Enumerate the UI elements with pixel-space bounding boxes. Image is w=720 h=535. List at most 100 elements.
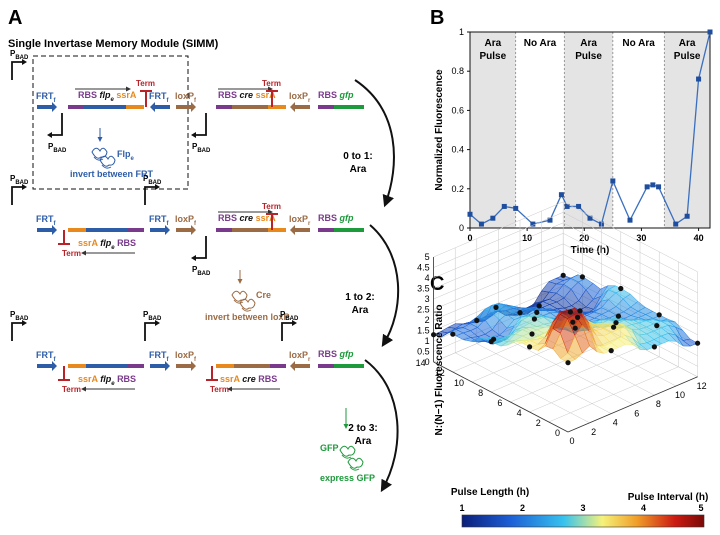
x-tick-label-5: 10 (454, 378, 464, 388)
row3-pbad-promoter-2-label: PBAD (143, 310, 162, 322)
row3-gfp-gene-seg-0 (318, 364, 334, 368)
row2-pbad-promoter-2-head (155, 184, 160, 190)
row1-pbad-reverse-2-head (191, 132, 196, 138)
row3-flp-gene-seg-0 (68, 364, 86, 368)
row1-loxp-right-label: loxPr (289, 91, 311, 104)
transition-inducer-2: Ara (352, 305, 369, 316)
row3-pbad-promoter-3-label: PBAD (280, 310, 299, 322)
measurement-point-15 (529, 331, 535, 337)
phase-label-3: No Ara (622, 38, 655, 49)
row2-term-2 (266, 213, 278, 230)
row3-pbad-promoter-2 (144, 322, 157, 341)
z-tick-label-1: 0.5 (417, 347, 430, 357)
phase-label-line2-4: Pulse (674, 51, 701, 62)
y-axis-label: Pulse Interval (h) (628, 492, 709, 503)
row1-frt-left-label: FRTf (36, 91, 57, 104)
transition-label-2: 1 to 2: (345, 292, 374, 303)
flp-protein-icon (91, 147, 108, 161)
flp-protein-label: Flpe (117, 149, 135, 162)
row3-cre-gene-seg-1 (234, 364, 270, 368)
row1-term-label: Term (136, 79, 155, 88)
data-point-20 (707, 29, 713, 35)
data-point-18 (684, 213, 690, 219)
measurement-point-22 (567, 309, 574, 315)
wall-grid-z2 (563, 254, 698, 325)
x-tick-label-7: 14 (416, 358, 426, 368)
plot-frame (469, 31, 711, 229)
row1-flp-gene-seg-1 (84, 105, 126, 109)
measurement-point-3 (560, 272, 566, 278)
row3-term-2-label: Term (210, 385, 229, 394)
phase-label-0: Ara (485, 38, 502, 49)
data-point-15 (650, 182, 656, 188)
cre-protein-label: Cre (256, 290, 271, 300)
row2-term-2-label: Term (262, 202, 281, 211)
x-axis-label: Pulse Length (h) (451, 487, 529, 498)
row3-term (58, 366, 70, 381)
row3-pbad-promoter-label: PBAD (10, 310, 29, 322)
y-tick-label-4: 8 (656, 399, 661, 409)
row3-loxp-left (176, 361, 196, 371)
x-tick-label-2: 4 (517, 408, 522, 418)
row3-loxp-right-label: loxPr (289, 350, 311, 363)
cre-protein-icon (231, 290, 248, 304)
x-tick-label-3: 6 (497, 398, 502, 408)
measurement-point-27 (651, 344, 658, 350)
y-tick-label-3: 0.6 (451, 105, 464, 115)
panel-a: A Single Invertase Memory Module (SIMM) … (8, 7, 400, 493)
measurement-point-19 (570, 319, 576, 325)
colorbar-tick-label-1: 2 (520, 503, 525, 513)
row1-flp-gene-seg-2 (126, 105, 144, 109)
flp-protein-icon-2 (99, 155, 116, 169)
row2-loxp-right-label: loxPr (289, 214, 311, 227)
x-tick-label-4: 40 (694, 233, 704, 243)
y-tick-label-2: 0.4 (451, 145, 464, 155)
row1-cre-gene-seg-0 (216, 105, 232, 109)
row1-cre-gene-seg-2 (268, 105, 286, 109)
row3-flp-label: ssrA flpe RBS (78, 374, 136, 387)
measurement-point-23 (611, 324, 617, 330)
row1-pbad-promoter-label: PBAD (10, 49, 29, 61)
row1-pbad-reverse-head (47, 132, 52, 138)
row3-pbad-promoter-3 (281, 322, 294, 341)
row3-gfp-label: RBS gfp (318, 349, 354, 359)
data-point-12 (610, 178, 616, 184)
z-axis-label: N:(N−1) Fluorescence Ratio (434, 305, 445, 436)
row3-frt-left-label: FRTf (36, 350, 57, 363)
row2-frt-left-label: FRTf (36, 214, 57, 227)
row2-pbad-promoter-head (22, 184, 27, 190)
row2-pbad-promoter-label: PBAD (10, 174, 29, 186)
row3-pbad-promoter-3-head (292, 320, 297, 326)
measurement-point-13 (575, 314, 581, 320)
row2-flp-gene-seg-0 (68, 228, 86, 232)
y-tick-label-5: 10 (675, 390, 685, 400)
row2-flp-label: ssrA flpe RBS (78, 238, 136, 251)
row3-term-2 (206, 366, 218, 381)
row1-frt-right-label: FRTf (149, 91, 170, 104)
row3-frt-right (150, 361, 170, 371)
z-tick-label-4: 2 (425, 315, 430, 325)
y-tick-label-4: 0.8 (451, 66, 464, 76)
measurement-point-0 (431, 332, 437, 338)
transition-inducer-3: Ara (355, 436, 372, 447)
data-point-9 (576, 203, 582, 209)
transition-label-1: 0 to 1: (343, 151, 372, 162)
row1-gfp-label: RBS gfp (318, 90, 354, 100)
row1-cre-gene-seg-1 (232, 105, 268, 109)
x-tick-label-1: 2 (536, 418, 541, 428)
z-tick-label-8: 4 (425, 273, 430, 283)
row3-frt-left (37, 361, 57, 371)
data-point-7 (558, 192, 564, 198)
measurement-point-4 (450, 331, 456, 337)
row2-loxp-left-label: loxPf (175, 214, 197, 227)
x-axis-line (433, 361, 569, 433)
measurement-point-17 (615, 313, 622, 319)
floor-grid-x (529, 356, 660, 413)
row1-term-2-label: Term (262, 79, 281, 88)
data-point-6 (547, 217, 553, 223)
row1-term (140, 90, 152, 107)
data-point-1 (478, 221, 484, 227)
panel-c: C 0246810121402468101200.511.522.533.544… (416, 201, 709, 528)
flp-action-label: invert between FRT (70, 169, 154, 179)
